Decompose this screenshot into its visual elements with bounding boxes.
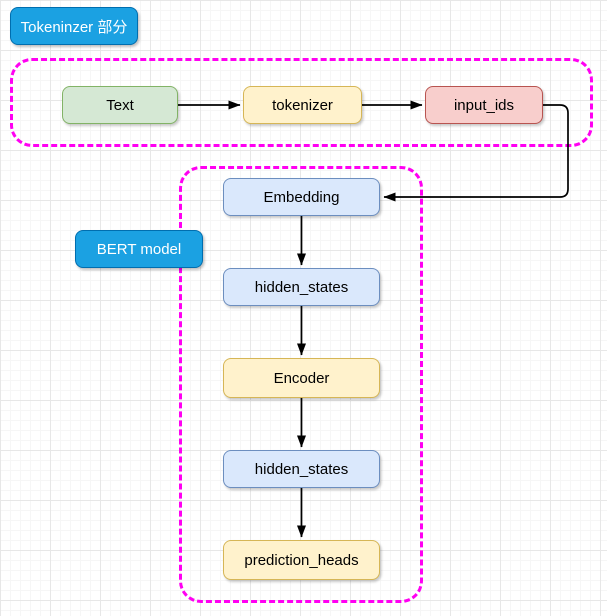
tokenizer-group-frame[interactable] (10, 58, 593, 147)
connector-input-ids-to-embedding[interactable] (383, 104, 569, 202)
bert-group-frame[interactable] (179, 166, 423, 603)
tokenizer-section-label[interactable]: Tokeninzer 部分 (10, 7, 138, 45)
node-tokenizer[interactable]: tokenizer (243, 86, 362, 124)
node-prediction-heads[interactable]: prediction_heads (223, 540, 380, 580)
node-input-ids[interactable]: input_ids (425, 86, 543, 124)
node-hidden-states-1[interactable]: hidden_states (223, 268, 380, 306)
node-text[interactable]: Text (62, 86, 178, 124)
node-encoder[interactable]: Encoder (223, 358, 380, 398)
node-hidden-states-2[interactable]: hidden_states (223, 450, 380, 488)
bert-model-label[interactable]: BERT model (75, 230, 203, 268)
node-embedding[interactable]: Embedding (223, 178, 380, 216)
